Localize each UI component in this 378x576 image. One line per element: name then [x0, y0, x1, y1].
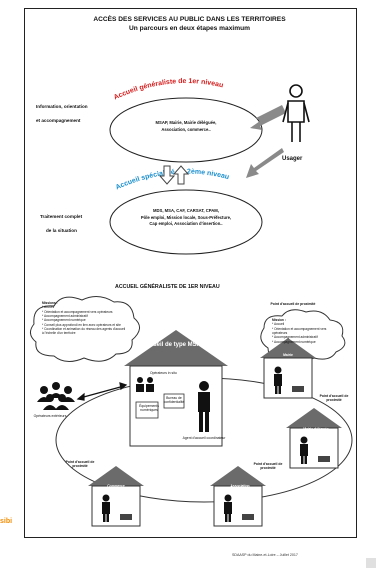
point-commerce-name: Commerce	[107, 484, 125, 488]
level2-left-label-1: Traitement complet	[40, 214, 83, 219]
point-mairie-caption: Point d'accueil de proximité	[270, 302, 316, 306]
grey-square	[366, 558, 376, 568]
point-mairie-deleguee-caption: Point d'accueil de proximité	[319, 394, 349, 403]
user-figure-icon	[282, 84, 310, 142]
level2-left-label-2: de la situation	[46, 228, 77, 233]
msap-equipment-label: Équipements numériques	[139, 404, 159, 413]
network-diagram	[30, 296, 353, 527]
footer-right-text: SDAASP du Maine-et-Loire – Juillet 2017	[232, 553, 298, 557]
page-title: ACCÈS DES SERVICES AU PUBLIC DANS LES TE…	[93, 16, 286, 23]
user-arrows-icon	[246, 105, 286, 178]
remote-operators-label: Opérateurs extérieurs	[33, 414, 67, 418]
house-mairie-deleguee	[286, 408, 342, 469]
level1-content: MSAP, Mairie, Mairie déléguée, Associati…	[155, 120, 217, 132]
msap-operators-icon	[136, 377, 154, 392]
two-level-diagram: Accueil généraliste de 1er niveau Accuei…	[109, 78, 310, 255]
point-mairie-deleguee-name: Mairie déléguée	[303, 427, 329, 431]
msap-agent-icon	[198, 381, 210, 432]
remote-operators-icon	[37, 382, 75, 410]
page-subtitle: Un parcours en deux étapes maximum	[129, 25, 250, 32]
section2-title: ACCUEIL GÉNÉRALISTE DE 1ER NIVEAU	[115, 284, 220, 290]
cloud-left-text: Missions : * Accueil * Orientation et ac…	[42, 301, 126, 336]
mission-cloud-left	[30, 296, 140, 362]
house-figures-icon	[102, 366, 308, 522]
house-commerce	[88, 466, 144, 527]
msap-roof-label: Accueil de type MSAP	[142, 342, 206, 348]
point-association-caption: Point d'accueil de proximité	[253, 462, 283, 471]
level2-arc-label: Accueil spécialisé de 2ème niveau	[115, 168, 230, 191]
point-association-name: Association	[230, 484, 250, 488]
house-association	[210, 466, 266, 527]
level1-left-label-2: et accompagnement	[36, 118, 81, 123]
link-arrow-icon	[76, 382, 128, 401]
equipment-box	[135, 401, 159, 419]
msap-operators-label: Opérateurs in situ	[150, 371, 177, 375]
footer-left-text: sibi	[0, 518, 13, 525]
level2-ellipse	[109, 189, 263, 255]
exchange-arrows-icon	[158, 165, 190, 185]
msap-office-label: Bureau de confidentialité	[163, 396, 185, 405]
level1-left-label-1: Information, orientation	[36, 104, 88, 109]
cloud-right-text: Mission : * Accueil * Orientation et acc…	[272, 318, 327, 344]
laptop-icons	[120, 386, 330, 520]
office-box	[163, 393, 185, 409]
usager-label: Usager	[282, 156, 303, 162]
point-mairie-name: Mairie	[283, 353, 293, 357]
point-commerce-caption: Point d'accueil de proximité	[65, 460, 95, 469]
level1-arc-label: Accueil généraliste de 1er niveau	[113, 78, 224, 101]
level2-content: MDS, MSA, CAF, CARSAT, CPAM, Pôle emploi…	[140, 208, 232, 227]
msap-agent-label: Agent d'accueil coordinateur	[182, 436, 226, 440]
